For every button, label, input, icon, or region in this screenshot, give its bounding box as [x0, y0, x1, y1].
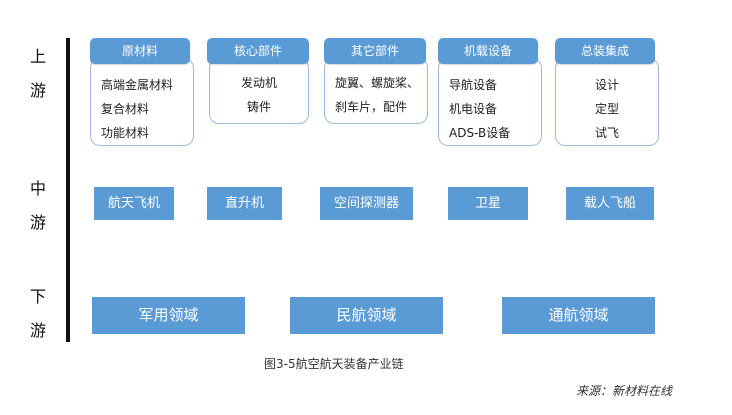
midstream-box: 空间探测器: [320, 187, 413, 220]
upstream-header: 其它部件: [324, 38, 426, 64]
upstream-header: 总装集成: [555, 38, 655, 64]
downstream-box: 通航领域: [502, 297, 655, 334]
upstream-item: 复合材料: [101, 102, 150, 116]
upstream-item: 高端金属材料: [101, 78, 174, 92]
upstream-item: 机电设备: [449, 102, 498, 116]
tier-char: 游: [29, 321, 46, 340]
vertical-divider: [66, 38, 70, 342]
tier-char: 下: [29, 287, 46, 306]
midstream-box: 直升机: [207, 187, 282, 220]
figure-caption: 图3-5航空航天装备产业链: [264, 357, 404, 371]
upstream-item: 导航设备: [449, 78, 498, 92]
upstream-item: 铸件: [246, 100, 271, 114]
upstream-column-other-parts: 旋翼、螺旋桨、 刹车片，配件 其它部件: [324, 38, 430, 128]
upstream-column-final-assembly: 设计 定型 试飞 总装集成: [555, 38, 661, 148]
upstream-item: 试飞: [594, 126, 619, 140]
upstream-header: 机载设备: [438, 38, 538, 64]
tier-label-downstream: 下 游: [16, 284, 60, 344]
tier-char: 游: [29, 81, 46, 100]
upstream-box: 设计 定型 试飞: [555, 58, 659, 146]
upstream-item: 发动机: [240, 76, 277, 90]
upstream-item: 功能材料: [101, 126, 150, 140]
downstream-box: 民航领域: [290, 297, 443, 334]
tier-char: 上: [29, 47, 46, 66]
source-credit: 来源：新材料在线: [576, 384, 673, 398]
midstream-box: 卫星: [448, 187, 528, 220]
tier-char: 游: [29, 213, 46, 232]
upstream-column-core-parts: 发动机 铸件 核心部件: [207, 38, 311, 128]
upstream-box: 导航设备 机电设备 ADS-B设备: [438, 58, 542, 146]
upstream-item: 设计: [594, 78, 619, 92]
upstream-column-airborne-equipment: 导航设备 机电设备 ADS-B设备 机载设备: [438, 38, 544, 148]
upstream-item: 刹车片，配件: [335, 100, 408, 114]
downstream-box: 军用领域: [92, 297, 245, 334]
tier-label-upstream: 上 游: [16, 44, 60, 104]
tier-label-midstream: 中 游: [16, 176, 60, 236]
tier-char: 中: [29, 179, 46, 198]
upstream-item: ADS-B设备: [449, 126, 511, 140]
upstream-header: 核心部件: [207, 38, 309, 64]
upstream-box: 高端金属材料 复合材料 功能材料: [90, 58, 194, 146]
midstream-box: 航天飞机: [94, 187, 174, 220]
upstream-item: 旋翼、螺旋桨、: [335, 76, 420, 90]
upstream-box: 发动机 铸件: [209, 58, 309, 124]
upstream-column-raw-materials: 高端金属材料 复合材料 功能材料 原材料: [90, 38, 194, 148]
upstream-header: 原材料: [90, 38, 190, 64]
midstream-box: 载人飞船: [566, 187, 654, 220]
upstream-box: 旋翼、螺旋桨、 刹车片，配件: [324, 58, 428, 124]
upstream-item: 定型: [594, 102, 619, 116]
